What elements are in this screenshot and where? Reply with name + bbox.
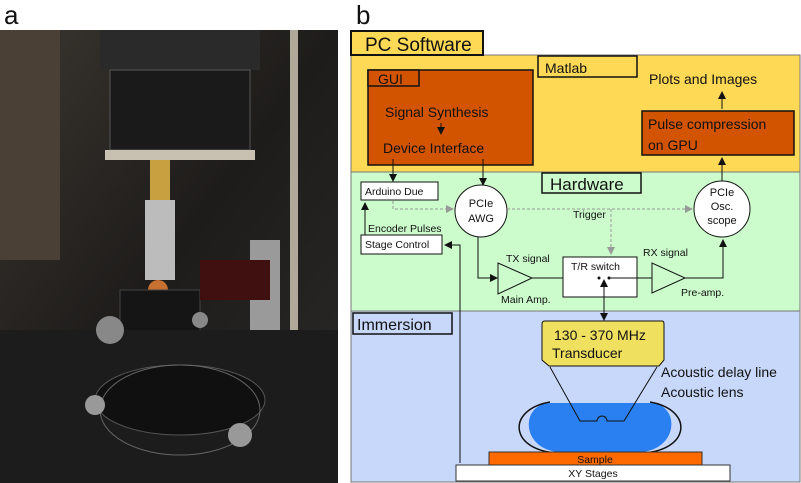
pulse-compression-line2: on GPU [648,137,698,153]
xy-stages-label: XY Stages [568,468,617,480]
acoustic-lens-label: Acoustic lens [661,384,743,400]
awg-line2: AWG [468,213,494,225]
panel-label-a: a [4,0,19,30]
delay-line-label: Acoustic delay line [661,364,777,380]
arduino-label: Arduino Due [365,186,424,198]
main-amp-triangle [497,262,534,295]
hardware-label: Hardware [550,175,624,194]
osc-line3: scope [707,215,736,227]
device-interface: Device Interface [383,140,484,156]
panel-label-b: b [356,0,370,30]
pulse-compression-line1: Pulse compression [648,116,766,132]
tx-signal-label: TX signal [506,253,550,265]
awg-line1: PCIe [469,198,493,210]
main-amp-label: Main Amp. [501,294,551,306]
matlab-box [537,55,638,78]
xy-stages [455,464,731,482]
immersion-label: Immersion [357,317,432,334]
osc-line2: Osc. [711,201,734,213]
pre-amp-triangle [651,262,687,294]
signal-synthesis: Signal Synthesis [385,104,489,120]
pulse-compression-box [641,110,795,156]
osc-line1: PCIe [710,187,734,199]
stage-control-label: Stage Control [365,239,429,251]
encoder-pulses-label: Encoder Pulses [368,223,442,235]
pc-software-label: PC Software [365,35,472,56]
matlab-label: Matlab [545,60,587,76]
acoustic-lens-fluid [528,403,672,452]
tr-switch-label: T/R switch [571,261,620,273]
rx-signal-label: RX signal [643,247,688,259]
plots-images: Plots and Images [649,71,757,87]
trigger-label: Trigger [573,209,606,221]
transducer-box [541,320,665,367]
transducer-label: Transducer [552,345,623,361]
sample-label: Sample [577,454,613,466]
stage-control-box [360,234,443,255]
gui-label: GUI [378,71,403,87]
setup-photo [0,30,338,483]
awg-node [454,184,508,238]
arduino-box [360,181,439,201]
transducer-freq: 130 - 370 MHz [554,327,646,343]
pre-amp-label: Pre-amp. [681,287,724,299]
delay-line [549,366,658,422]
